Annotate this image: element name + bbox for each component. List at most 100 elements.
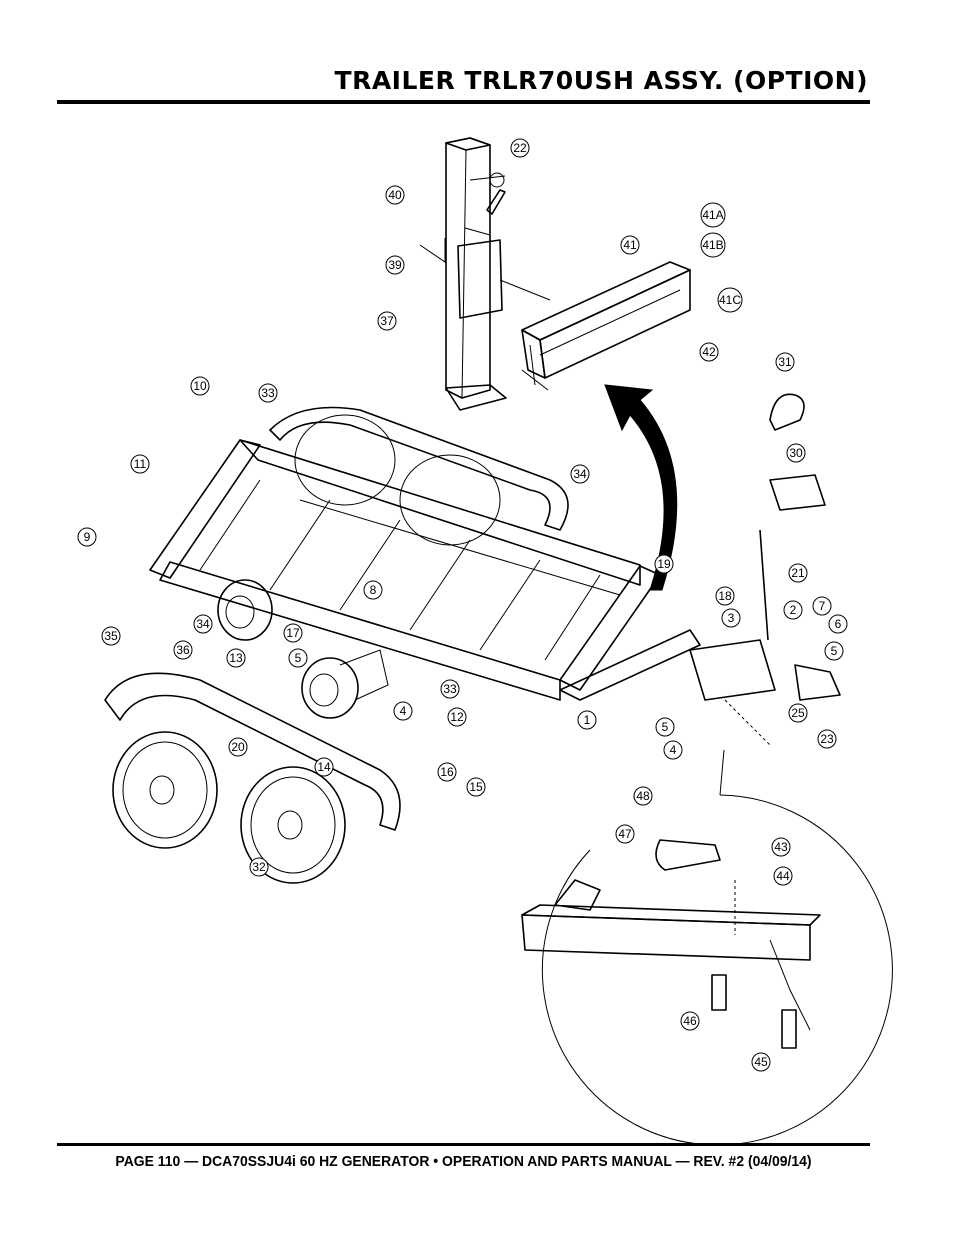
page-footer: PAGE 110 — DCA70SSJU4i 60 HZ GENERATOR •… bbox=[115, 1153, 812, 1170]
svg-text:39: 39 bbox=[388, 258, 402, 272]
svg-text:21: 21 bbox=[791, 566, 805, 580]
tire-20 bbox=[112, 731, 218, 849]
callout-5-coupler: 5 bbox=[824, 641, 844, 661]
hub-front bbox=[217, 579, 273, 641]
callout-30: 30 bbox=[786, 443, 806, 463]
page-title: TRAILER TRLR70USH ASSY. (OPTION) bbox=[334, 66, 868, 95]
callout-44: 44 bbox=[773, 866, 793, 886]
callout-41: 41 bbox=[620, 235, 640, 255]
fender-upper bbox=[269, 406, 569, 546]
callout-48: 48 bbox=[633, 786, 653, 806]
svg-text:7: 7 bbox=[819, 599, 826, 613]
svg-text:41B: 41B bbox=[702, 238, 723, 252]
callout-36: 36 bbox=[173, 640, 193, 660]
callout-7: 7 bbox=[812, 596, 832, 616]
callout-2: 2 bbox=[783, 600, 803, 620]
svg-text:5: 5 bbox=[831, 644, 838, 658]
svg-text:22: 22 bbox=[513, 141, 527, 155]
svg-text:32: 32 bbox=[252, 860, 266, 874]
svg-text:9: 9 bbox=[84, 530, 91, 544]
callout-22: 22 bbox=[510, 138, 530, 158]
callout-43: 43 bbox=[771, 837, 791, 857]
callout-33-upper: 33 bbox=[258, 383, 278, 403]
svg-text:36: 36 bbox=[176, 643, 190, 657]
svg-text:19: 19 bbox=[657, 557, 671, 571]
callout-9: 9 bbox=[77, 527, 97, 547]
header-rule bbox=[57, 100, 870, 104]
callout-14: 14 bbox=[314, 757, 334, 777]
svg-text:5: 5 bbox=[295, 651, 302, 665]
callout-23: 23 bbox=[817, 729, 837, 749]
callout-5-tongue: 5 bbox=[655, 717, 675, 737]
callout-47: 47 bbox=[615, 824, 635, 844]
svg-text:5: 5 bbox=[662, 720, 669, 734]
svg-text:18: 18 bbox=[718, 589, 732, 603]
svg-text:42: 42 bbox=[702, 345, 716, 359]
detail-view bbox=[521, 749, 893, 1146]
callout-41C: 41C bbox=[717, 287, 743, 313]
svg-text:25: 25 bbox=[791, 706, 805, 720]
svg-text:16: 16 bbox=[440, 765, 454, 779]
svg-text:2: 2 bbox=[790, 603, 797, 617]
svg-text:13: 13 bbox=[229, 651, 243, 665]
callout-20: 20 bbox=[228, 737, 248, 757]
svg-text:41C: 41C bbox=[719, 293, 741, 307]
svg-text:41: 41 bbox=[623, 238, 637, 252]
callout-39: 39 bbox=[385, 255, 405, 275]
callout-45: 45 bbox=[751, 1052, 771, 1072]
callout-46: 46 bbox=[680, 1011, 700, 1031]
svg-text:33: 33 bbox=[443, 682, 457, 696]
callout-11: 11 bbox=[130, 454, 150, 474]
svg-text:6: 6 bbox=[835, 617, 842, 631]
svg-text:43: 43 bbox=[774, 840, 788, 854]
svg-text:8: 8 bbox=[370, 583, 377, 597]
svg-text:37: 37 bbox=[380, 314, 394, 328]
callout-10: 10 bbox=[190, 376, 210, 396]
svg-text:44: 44 bbox=[776, 869, 790, 883]
callout-41A: 41A bbox=[700, 202, 726, 228]
svg-text:11: 11 bbox=[134, 457, 147, 471]
callout-37: 37 bbox=[377, 311, 397, 331]
callout-34-upper: 34 bbox=[570, 464, 590, 484]
callout-16: 16 bbox=[437, 762, 457, 782]
callout-42: 42 bbox=[699, 342, 719, 362]
callout-35: 35 bbox=[101, 626, 121, 646]
callout-15: 15 bbox=[466, 777, 486, 797]
callout-3: 3 bbox=[721, 608, 741, 628]
jack-stand bbox=[419, 137, 551, 411]
tire-32 bbox=[240, 766, 346, 884]
callout-40: 40 bbox=[385, 185, 405, 205]
tongue-bracket bbox=[521, 261, 691, 391]
callout-12: 12 bbox=[447, 707, 467, 727]
svg-text:4: 4 bbox=[400, 704, 407, 718]
svg-text:30: 30 bbox=[789, 446, 803, 460]
svg-text:10: 10 bbox=[193, 379, 207, 393]
svg-text:48: 48 bbox=[636, 789, 650, 803]
svg-text:20: 20 bbox=[231, 740, 245, 754]
callout-6: 6 bbox=[828, 614, 848, 634]
callout-8: 8 bbox=[363, 580, 383, 600]
svg-text:4: 4 bbox=[670, 743, 677, 757]
callout-17: 17 bbox=[283, 623, 303, 643]
svg-text:45: 45 bbox=[754, 1055, 768, 1069]
callout-41B: 41B bbox=[700, 232, 726, 258]
svg-text:15: 15 bbox=[469, 780, 483, 794]
callout-4-hub: 4 bbox=[393, 701, 413, 721]
trailer-frame bbox=[149, 439, 701, 701]
callout-19: 19 bbox=[654, 554, 674, 574]
callout-18: 18 bbox=[715, 586, 735, 606]
svg-text:17: 17 bbox=[286, 626, 300, 640]
hub-rear bbox=[301, 649, 389, 719]
svg-text:47: 47 bbox=[618, 827, 632, 841]
svg-text:40: 40 bbox=[388, 188, 402, 202]
callout-21: 21 bbox=[788, 563, 808, 583]
svg-text:12: 12 bbox=[450, 710, 464, 724]
callout-4-tongue: 4 bbox=[663, 740, 683, 760]
coupler-assembly bbox=[689, 393, 841, 746]
svg-text:1: 1 bbox=[584, 713, 591, 727]
svg-text:34: 34 bbox=[196, 617, 210, 631]
footer-rule bbox=[57, 1143, 870, 1146]
svg-text:35: 35 bbox=[104, 629, 118, 643]
callout-5-hub: 5 bbox=[288, 648, 308, 668]
